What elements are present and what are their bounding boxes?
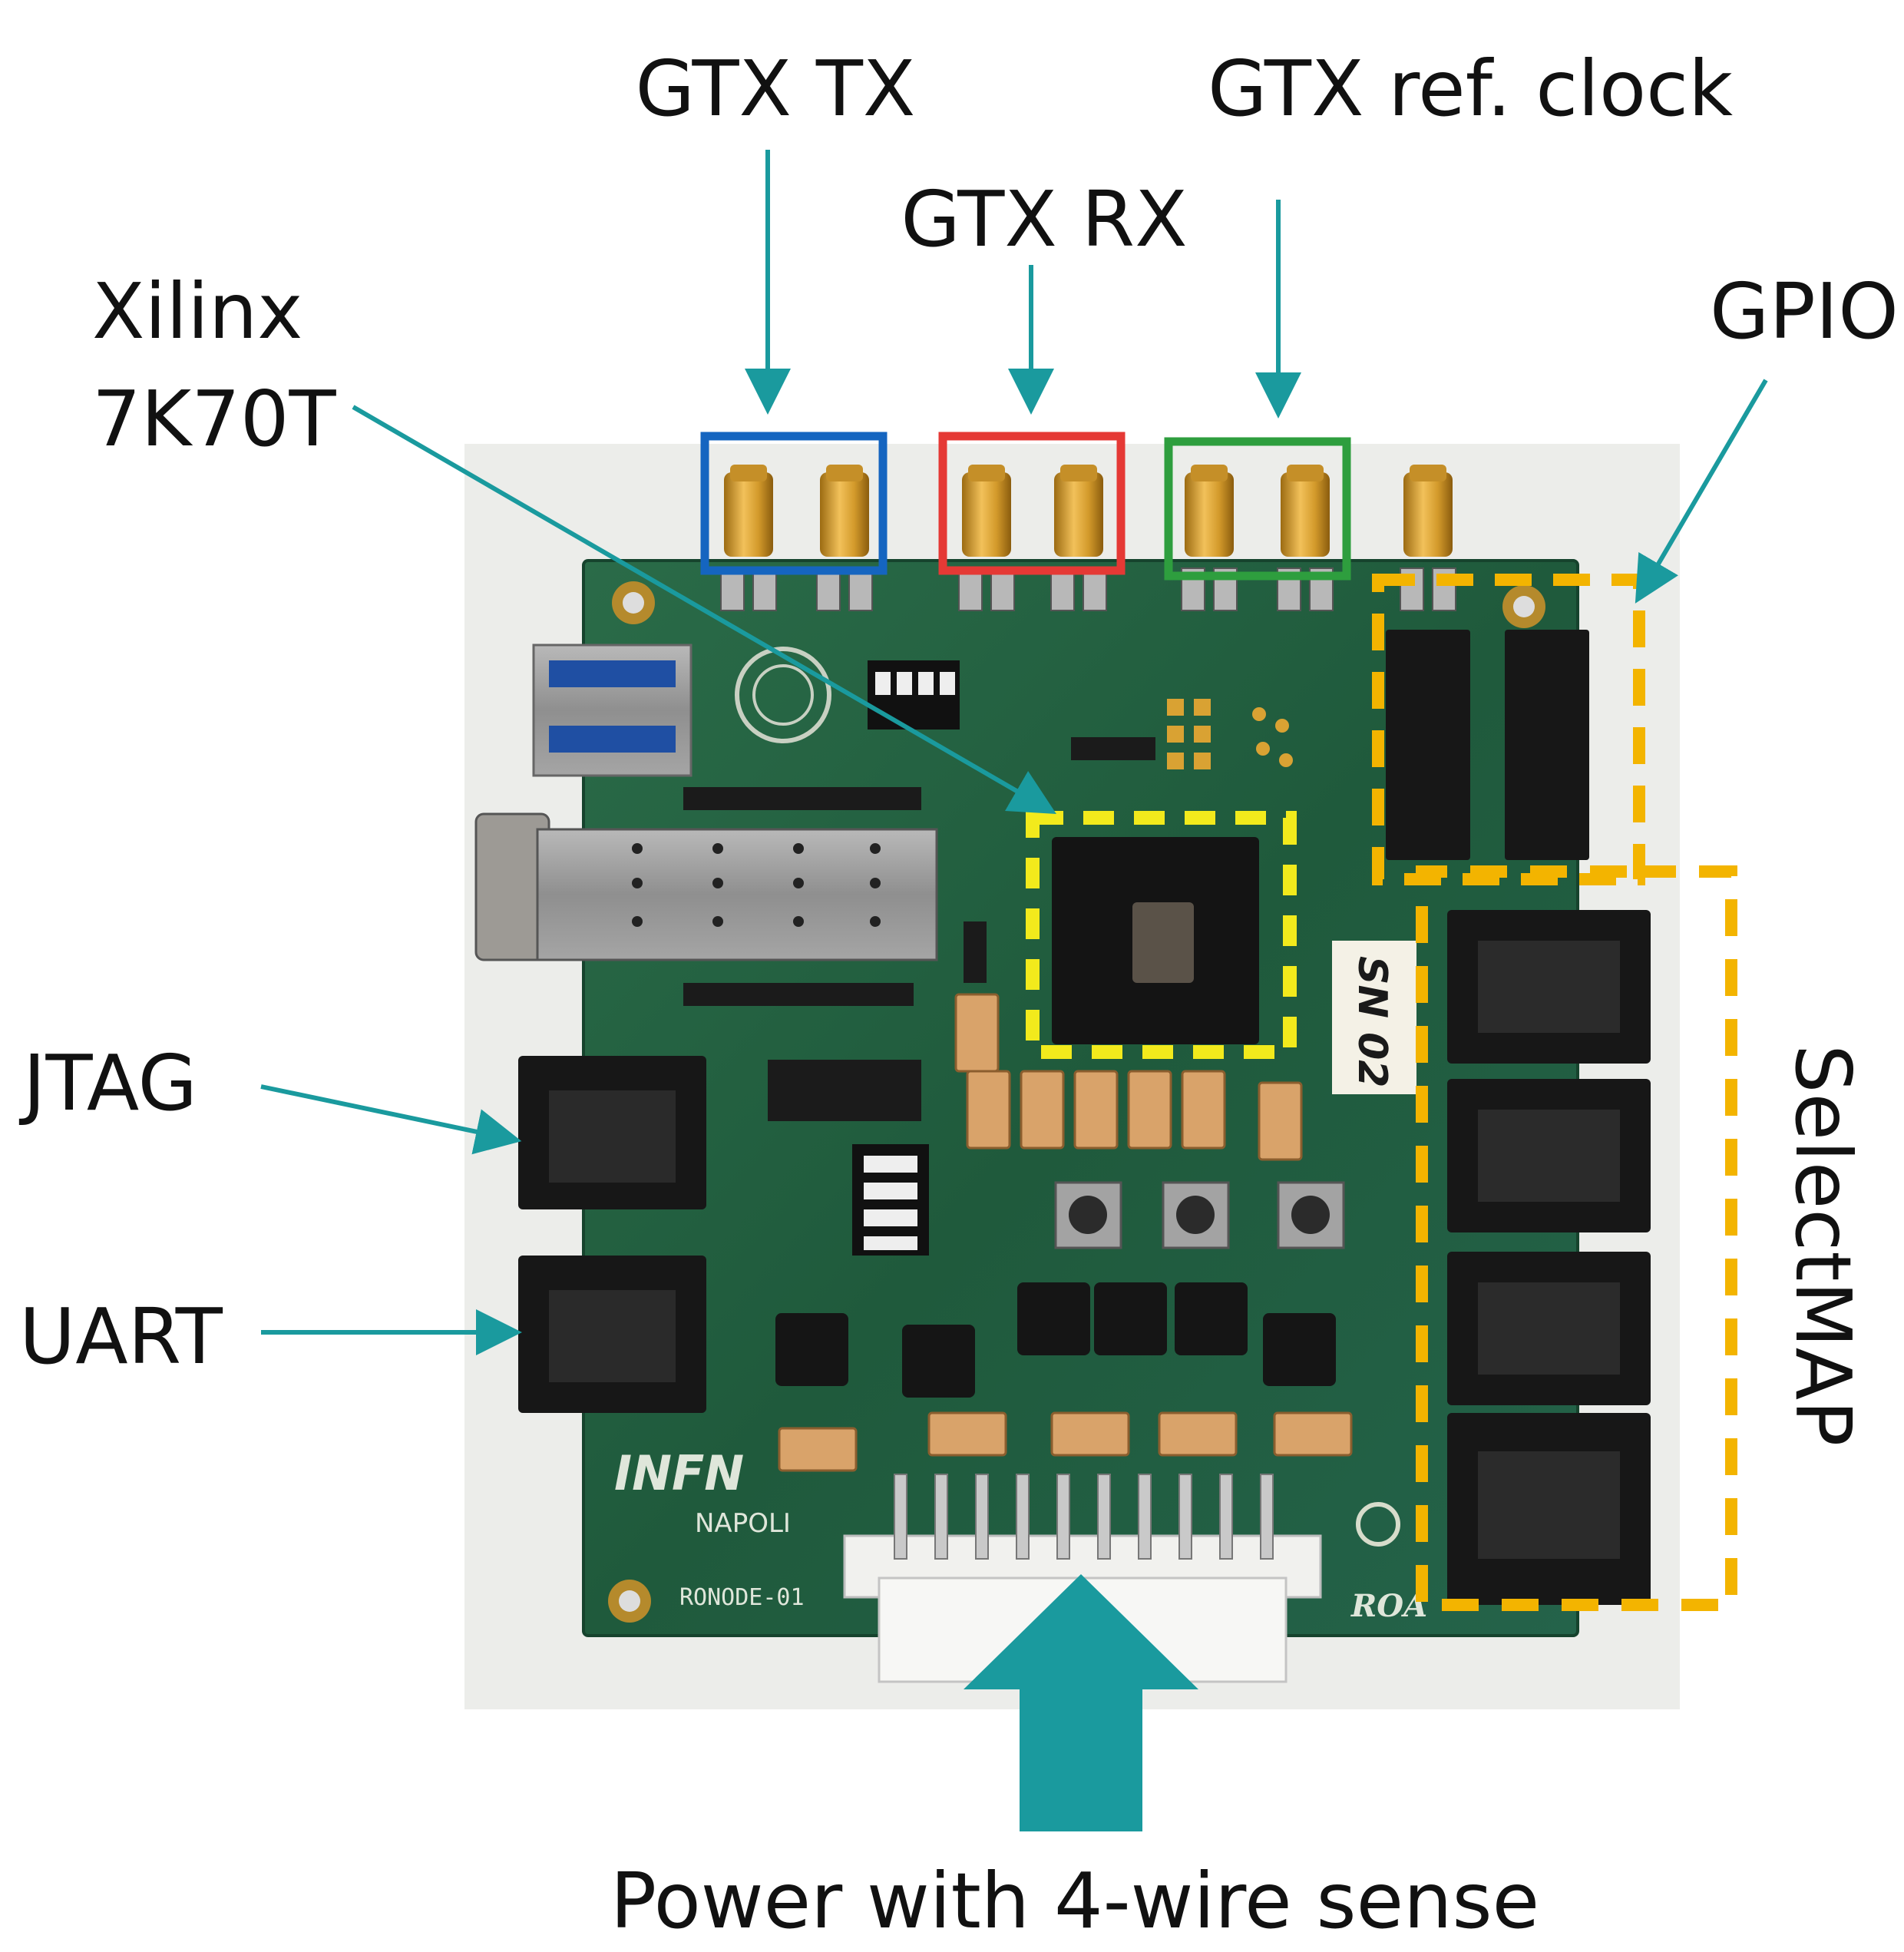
gpio-box: [1372, 574, 1645, 885]
tantalum-capacitor: [966, 1070, 1011, 1150]
silkscreen-corner: ROA: [1350, 1588, 1427, 1624]
sfp-cage: [474, 812, 938, 961]
connector-pin: [1097, 1474, 1111, 1560]
tantalum-capacitor: [778, 1427, 858, 1472]
connector-pin: [1016, 1474, 1030, 1560]
sma-connector: [1277, 465, 1334, 611]
dip-switches: [852, 660, 960, 1256]
label-uart: UART: [19, 1292, 223, 1381]
tantalum-capacitor: [1158, 1411, 1238, 1457]
university-seal-logo: [735, 647, 831, 743]
tantalum-capacitor: [1073, 1070, 1119, 1150]
label-gtx-rx: GTX RX: [901, 174, 1187, 264]
push-buttons: [1054, 1181, 1345, 1249]
connector-pin: [894, 1474, 907, 1560]
tantalum-capacitor: [1181, 1070, 1226, 1150]
sma-connector: [816, 465, 873, 611]
label-gtx-ref-clock: GTX ref. clock: [1208, 44, 1733, 134]
rj45-uart: [518, 1256, 706, 1413]
tantalum-capacitor: [1050, 1411, 1130, 1457]
tantalum-capacitor: [954, 993, 1000, 1073]
fpga-box: [1026, 811, 1297, 1059]
label-jtag: JTAG: [18, 1038, 197, 1128]
silkscreen: INFN NAPOLI RONODE-01 ROA: [614, 1445, 1427, 1624]
annotation-arrows: [260, 150, 1768, 1355]
pin-headers: [683, 737, 1155, 1121]
connector-pin: [934, 1474, 948, 1560]
gtx-ref-clock-box: [1164, 437, 1351, 581]
label-gtx-tx: GTX TX: [636, 44, 916, 134]
sma-connectors: [720, 465, 1456, 611]
serial-sticker: SN 02: [1332, 941, 1416, 1094]
gtx-rx-box: [938, 432, 1126, 575]
label-power: Power with 4-wire sense: [610, 1856, 1539, 1946]
fpga-chip: [1052, 837, 1259, 1044]
label-selectmap: SelectMAP: [1778, 1044, 1868, 1447]
power-arrow: [964, 1574, 1198, 1831]
sma-connector: [958, 465, 1015, 611]
silkscreen-logo: INFN: [614, 1445, 744, 1501]
tantalum-capacitor: [1127, 1070, 1172, 1150]
tantalum-capacitor: [1020, 1070, 1065, 1150]
label-fpga-line1: Xilinx: [92, 266, 302, 356]
rj45-jtag: [518, 1056, 706, 1209]
gold-pads: [1167, 699, 1293, 769]
connector-pin: [1260, 1474, 1274, 1560]
mounting-holes: [608, 581, 1545, 1623]
connector-pin: [1178, 1474, 1192, 1560]
serial-number: SN 02: [1349, 956, 1395, 1087]
gpio-arrow: [1635, 379, 1768, 604]
tantalum-capacitor: [1258, 1081, 1303, 1161]
connector-pin: [1219, 1474, 1233, 1560]
tantalum-capacitor: [1273, 1411, 1353, 1457]
tantalum-capacitor: [927, 1411, 1007, 1457]
connector-pin: [975, 1474, 989, 1560]
tantalum-capacitors: [778, 993, 1353, 1472]
inductors: [775, 1282, 1336, 1398]
gpio-headers: [1386, 630, 1589, 860]
connector-pin: [1138, 1474, 1152, 1560]
label-fpga-line2: 7K70T: [92, 374, 336, 464]
gtx-tx-box: [700, 432, 888, 575]
sma-connector: [1181, 465, 1238, 611]
silkscreen-city: NAPOLI: [695, 1508, 791, 1539]
rj45-selectmap-stack: [1447, 910, 1651, 1605]
selectmap-box: [1416, 865, 1737, 1611]
fpga-arrow: [352, 405, 1056, 815]
jtag-arrow: [260, 1084, 522, 1155]
silkscreen-board-name: RONODE-01: [679, 1584, 805, 1611]
label-gpio: GPIO: [1710, 266, 1899, 356]
connector-pin: [1056, 1474, 1070, 1560]
sma-connector: [1050, 465, 1107, 611]
usb-connector: [532, 643, 693, 777]
